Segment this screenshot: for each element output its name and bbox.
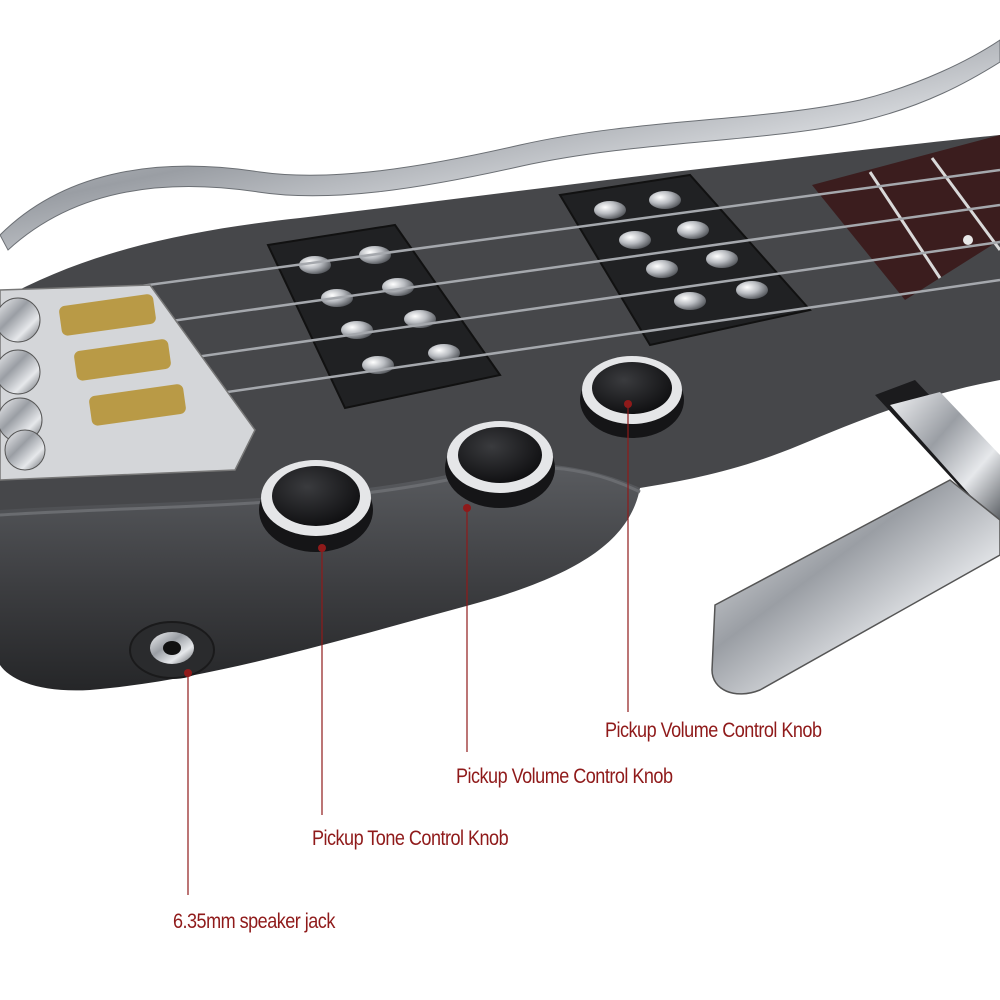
speaker-jack-leader <box>184 669 192 895</box>
chrome-leg <box>711 380 1000 695</box>
pole-pieces <box>594 191 768 310</box>
volume-knob-2-label: Pickup Volume Control Knob <box>605 719 822 742</box>
volume-knob-2-leader <box>624 400 632 712</box>
tone-knob-leader <box>318 544 326 815</box>
tone-knob-label: Pickup Tone Control Knob <box>312 827 509 850</box>
callout-lines <box>184 400 632 895</box>
volume-knob-1 <box>445 421 555 508</box>
tone-knob <box>259 460 373 552</box>
volume-knob-1-leader <box>463 504 471 752</box>
neck-pickup <box>558 173 812 347</box>
speaker-jack-label: 6.35mm speaker jack <box>173 910 335 933</box>
volume-knob-1-label: Pickup Volume Control Knob <box>456 765 673 788</box>
speaker-jack <box>129 621 215 679</box>
bridge-hardware <box>0 284 256 481</box>
volume-knob-2 <box>580 356 684 438</box>
chrome-frame-rail <box>0 39 1000 251</box>
